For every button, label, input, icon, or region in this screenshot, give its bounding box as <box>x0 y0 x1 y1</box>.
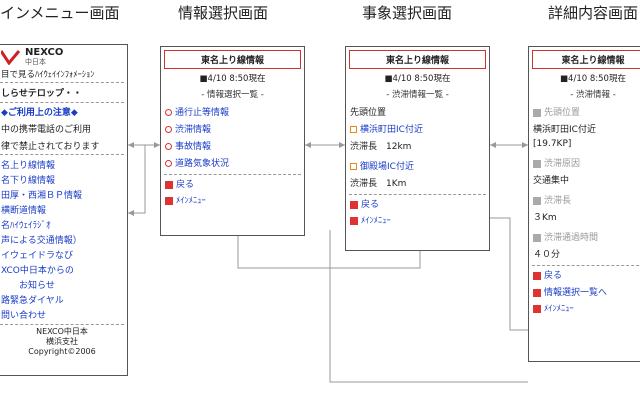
detail-section: - 渋滞情報 - <box>570 90 616 100</box>
tagline: 目で見るﾊｲｳｪｲｲﾝﾌｫﾒｰｼｮﾝ <box>1 70 95 80</box>
detail-pos-value: 横浜町田IC付近 <box>533 125 596 135</box>
info-back-link[interactable]: 戻る <box>161 175 304 192</box>
event-item-2-length: 渋滞長 1Km <box>350 179 407 189</box>
info-time: ■4/10 8:50現在 <box>199 74 266 84</box>
arrow-head-3 <box>339 142 345 148</box>
info-item-weather[interactable]: 道路気象状況 <box>161 154 304 171</box>
link-contact[interactable]: 問い合わせ <box>1 311 47 321</box>
brand-name: NEXCO <box>25 47 64 58</box>
info-mainmenu-link[interactable]: ﾒｲﾝﾒﾆｭｰ <box>161 192 304 208</box>
link-odawara-bp[interactable]: 田厚・西湘ＢＰ情報 <box>1 191 83 201</box>
title-main-menu: インメニュー画面 <box>0 4 120 22</box>
nexco-logo-icon <box>1 50 21 65</box>
detail-len-value: ３Km <box>533 213 557 223</box>
label-icon <box>533 196 541 205</box>
detail-len-label: 渋滞長 <box>529 188 640 208</box>
event-back-link[interactable]: 戻る <box>346 195 489 212</box>
detail-mainmenu-link[interactable]: ﾒｲﾝﾒﾆｭｰ <box>529 300 640 316</box>
link-tomei-down[interactable]: 名下り線情報 <box>1 176 56 186</box>
menu-icon <box>165 196 173 205</box>
brand-row: NEXCO 中日本 <box>0 45 127 66</box>
arrow-head-5 <box>522 142 528 148</box>
label-icon <box>533 159 541 168</box>
info-item-closure[interactable]: 通行止等情報 <box>161 103 304 120</box>
event-mainmenu-link[interactable]: ﾒｲﾝﾒﾆｭｰ <box>346 212 489 228</box>
item-icon <box>165 109 172 116</box>
arrow-head-1 <box>154 142 160 148</box>
event-icon <box>350 126 357 133</box>
notice-line-2: 律で禁止されております <box>1 142 100 152</box>
back-icon <box>533 271 541 280</box>
back-icon <box>165 180 173 189</box>
event-time: ■4/10 8:50現在 <box>384 74 451 84</box>
detail-cause-value: 交通集中 <box>533 176 570 186</box>
event-head-pos: 先頭位置 <box>350 108 387 118</box>
event-section: - 渋滞情報一覧 - <box>386 90 449 100</box>
detail-kp: [19.7KP] <box>533 139 572 149</box>
item-icon <box>165 160 172 167</box>
info-select-screen: 東名上り線情報 ■4/10 8:50現在 - 情報選択一覧 - 通行止等情報 渋… <box>160 46 305 236</box>
main-menu-screen: NEXCO 中日本 目で見るﾊｲｳｪｲｲﾝﾌｫﾒｰｼｮﾝ しらせテロップ・・ ◆… <box>0 44 128 376</box>
info-section: - 情報選択一覧 - <box>201 90 264 100</box>
brand-sub: 中日本 <box>25 58 46 66</box>
event-item-2[interactable]: 御殿場IC付近 <box>346 154 489 174</box>
detail-time: ■4/10 8:50現在 <box>560 74 626 84</box>
link-nexco-news[interactable]: XCO中日本からの <box>1 266 74 276</box>
connector-main-link <box>128 145 146 214</box>
footer: NEXCO中日本 横浜支社 Copyright©2006 <box>0 325 127 357</box>
event-item-1[interactable]: 横浜町田IC付近 <box>346 120 489 137</box>
footer-company: NEXCO中日本 <box>36 327 88 336</box>
info-item-accident[interactable]: 事故情報 <box>161 137 304 154</box>
link-tomei-up[interactable]: 名上り線情報 <box>1 161 56 171</box>
connector-detail-back <box>329 230 528 383</box>
notice-head: ◆ご利用上の注意◆ <box>1 108 78 118</box>
info-item-congestion[interactable]: 渋滞情報 <box>161 120 304 137</box>
detail-time-value: ４０分 <box>533 250 561 260</box>
arrow-head-2 <box>128 142 134 148</box>
detail-screen: 東名上り線情報 ■4/10 8:50現在 - 渋滞情報 - 先頭位置 横浜町田I… <box>528 46 640 362</box>
detail-to-list-link[interactable]: 情報選択一覧へ <box>529 283 640 300</box>
ticker: しらせテロップ・・ <box>1 89 82 99</box>
list-icon <box>533 288 541 297</box>
event-select-screen: 東名上り線情報 ■4/10 8:50現在 - 渋滞情報一覧 - 先頭位置 横浜町… <box>345 46 490 251</box>
detail-pos-label: 先頭位置 <box>529 103 640 120</box>
link-emergency-dial[interactable]: 路緊急ダイヤル <box>1 296 64 306</box>
item-icon <box>165 126 172 133</box>
label-icon <box>533 108 541 117</box>
connector-event-back <box>490 217 528 331</box>
notice-line-1: 中の携帯電話のご利用 <box>1 125 92 135</box>
link-nexco-news-2[interactable]: お知らせ <box>1 281 55 291</box>
title-event-select: 事象選択画面 <box>362 4 453 22</box>
detail-header: 東名上り線情報 <box>532 50 640 69</box>
back-icon <box>350 200 358 209</box>
arrow-head-4 <box>305 142 311 148</box>
detail-back-link[interactable]: 戻る <box>529 266 640 283</box>
event-item-1-length: 渋滞長 12km <box>350 142 412 152</box>
link-yokohama-road[interactable]: 横断道情報 <box>1 206 47 216</box>
detail-cause-label: 渋滞原因 <box>529 151 640 171</box>
title-info-select: 情報選択画面 <box>178 4 269 22</box>
menu-icon <box>533 304 541 313</box>
arrow-head-6 <box>490 142 496 148</box>
title-detail: 詳細内容画面 <box>548 4 639 22</box>
menu-icon <box>350 216 358 225</box>
footer-copyright: Copyright©2006 <box>28 347 96 356</box>
detail-time-label: 渋滞通過時間 <box>529 225 640 245</box>
info-header: 東名上り線情報 <box>164 50 301 69</box>
footer-branch: 横浜支社 <box>46 337 78 346</box>
link-highway-radio[interactable]: 名ﾊｲｳｪｲﾗｼﾞｵ <box>1 221 51 231</box>
event-icon <box>350 163 357 170</box>
event-header: 東名上り線情報 <box>349 50 486 69</box>
link-highway-navi[interactable]: イウェイドラなび <box>1 251 74 261</box>
item-icon <box>165 143 172 150</box>
link-voice-traffic[interactable]: 声による交通情報） <box>1 236 82 246</box>
arrow-head-7 <box>128 210 134 216</box>
label-icon <box>533 233 541 242</box>
